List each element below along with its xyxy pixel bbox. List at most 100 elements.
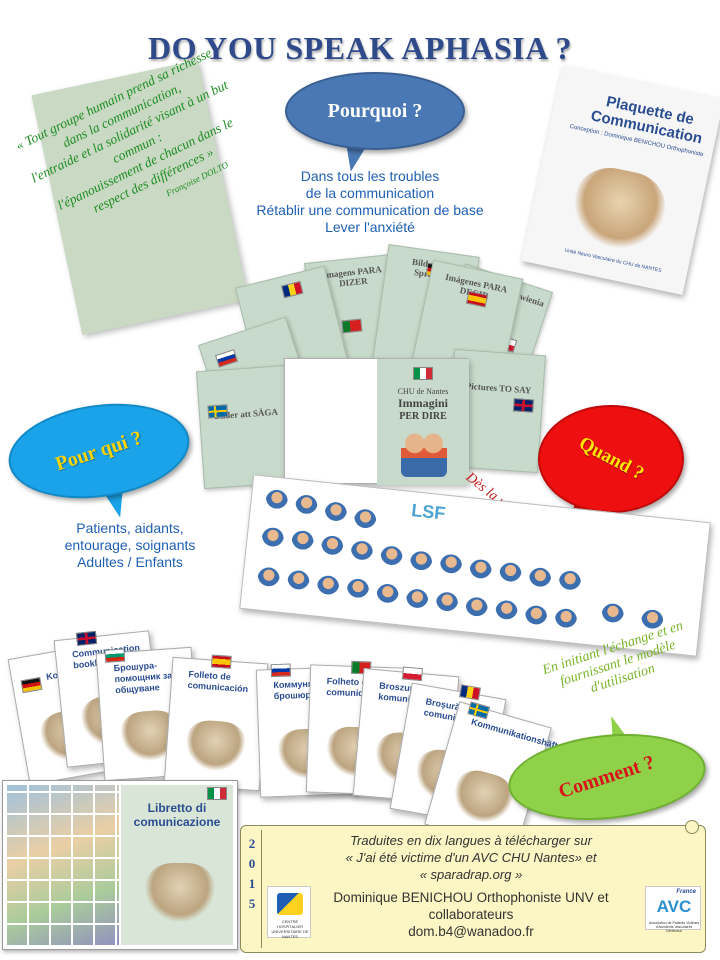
page-title: DO YOU SPEAK APHASIA ? (147, 30, 573, 66)
year-digit: 5 (248, 896, 256, 911)
booklet-illustration (183, 718, 248, 774)
russia-flag-icon (270, 663, 292, 678)
libretto-booklet: Libretto di comunicazione (2, 780, 238, 950)
center-card-chu: CHU de Nantes (397, 387, 449, 396)
comment-label: Comment ? (556, 750, 658, 803)
scroll-fold-line (261, 830, 262, 948)
translation-info: Traduites en dix langues à télécharger s… (271, 832, 671, 883)
sign-icon (379, 545, 404, 570)
france-avc-logo: France AVC Association de Patients Victi… (645, 886, 701, 933)
bulgaria-flag-icon (104, 648, 126, 663)
sign-icon (468, 558, 493, 583)
booklet-illustration (447, 765, 519, 830)
pourquoi-label: Pourquoi ? (327, 99, 423, 122)
who-text: Patients, aidants, entourage, soignants … (30, 520, 230, 571)
translation-line: Traduites en dix langues à télécharger s… (350, 833, 592, 848)
translation-line: « sparadrap.org » (419, 867, 523, 882)
center-title-line: PER DIRE (399, 411, 447, 422)
sign-icon (557, 569, 582, 595)
sweden-flag-icon (207, 404, 229, 419)
sign-icon (320, 534, 345, 560)
libretto-cover: Libretto di comunicazione (121, 785, 233, 945)
who-line: Patients, aidants, (76, 520, 184, 536)
fan-card: Bilder att SÄGA (195, 364, 297, 490)
sign-icon (260, 526, 285, 551)
spain-flag-icon (210, 654, 232, 669)
translation-line: « J'ai été victime d'un AVC CHU Nantes» … (345, 850, 597, 865)
plaquette-booklet: Plaquette de Communication Conception : … (521, 65, 720, 295)
sign-icon (527, 566, 553, 591)
sign-icon (600, 602, 625, 627)
scroll-curl (685, 820, 699, 834)
avc-logo-mark: AVC (656, 897, 692, 916)
sign-icon (349, 540, 374, 565)
sign-icon (290, 529, 315, 554)
why-line: Rétablir une communication de base (256, 202, 484, 218)
avc-logo-subtitle: Association de Patients Victimes d'Accid… (648, 921, 700, 933)
sign-icon (494, 599, 519, 624)
plaquette-illustration (566, 161, 672, 259)
booklet-spanish: Folleto de comunicación (163, 654, 269, 792)
uk-flag-icon (513, 398, 534, 413)
italy-flag-icon (413, 367, 433, 380)
sign-icon (438, 553, 463, 578)
chu-logo-mark-icon (277, 893, 303, 915)
children-illustration (401, 429, 447, 477)
fan-card-caption: Pictures TO SAY (465, 380, 532, 396)
why-line: de la communication (305, 185, 435, 201)
author-email[interactable]: dom.b4@wanadoo.fr (408, 924, 534, 939)
romania-flag-icon (459, 684, 482, 701)
who-line: entourage, soignants (64, 537, 196, 553)
portugal-flag-icon (341, 318, 363, 334)
germany-flag-icon (20, 676, 43, 694)
year-digit: 2 (248, 836, 256, 851)
spain-flag-icon (465, 290, 489, 308)
italian-booklet-center: CHU de Nantes Immagini PER DIRE (284, 358, 469, 485)
sign-icon (498, 561, 523, 586)
center-card-title: Immagini PER DIRE (377, 397, 469, 423)
sign-icon (523, 604, 549, 629)
sign-icon (353, 508, 378, 533)
quand-bubble: Quand ? (538, 405, 684, 513)
sign-icon (408, 550, 434, 575)
author-info: Dominique BENICHOU Orthophoniste UNV et … (291, 889, 651, 940)
sign-icon (375, 582, 400, 608)
avc-logo-country: France (676, 889, 696, 895)
year-digit: 0 (248, 856, 256, 871)
who-line: Adultes / Enfants (77, 554, 183, 570)
why-line: Lever l'anxiété (325, 219, 415, 235)
info-scroll-banner: 2 0 1 5 Traduites en dix langues à téléc… (240, 820, 706, 953)
pictogram-grid (7, 785, 119, 945)
sign-icon (264, 488, 289, 514)
why-line: Dans tous les troubles (300, 168, 440, 184)
poland-flag-icon (401, 666, 423, 682)
year-digit: 1 (248, 876, 256, 891)
booklet-title: Folleto de comunicación (187, 668, 249, 695)
uk-flag-icon (75, 630, 98, 646)
romania-flag-icon (280, 280, 304, 299)
booklet-title: Kommunikationshäfte (470, 716, 564, 753)
center-title-line: Immagini (397, 396, 448, 410)
chu-nantes-logo: CENTRE HOSPITALIER UNIVERSITAIRE DE NANT… (267, 886, 311, 939)
sign-icon (345, 577, 370, 602)
author-line: collaborateurs (428, 907, 514, 922)
sign-icon (294, 493, 319, 519)
libretto-title: Libretto di comunicazione (133, 801, 221, 829)
chu-logo-text: CENTRE HOSPITALIER UNIVERSITAIRE DE NANT… (271, 919, 309, 939)
quand-label: Quand ? (575, 432, 648, 485)
sign-icon (315, 574, 341, 599)
libretto-illustration (145, 863, 215, 923)
center-card-cover: CHU de Nantes Immagini PER DIRE (377, 359, 469, 485)
sign-icon (434, 591, 459, 616)
sign-icon (553, 607, 578, 632)
italy-flag-icon (207, 787, 227, 800)
lsf-title: LSF (410, 500, 447, 524)
pourquoi-bubble: Pourquoi ? (285, 72, 465, 150)
scroll-year: 2 0 1 5 (245, 834, 259, 914)
sign-icon (323, 501, 348, 526)
sign-icon (464, 596, 489, 621)
pour-qui-bubble: Pour qui ? (2, 392, 196, 510)
pour-qui-label: Pour qui ? (52, 426, 145, 475)
russia-flag-icon (215, 349, 239, 368)
why-text: Dans tous les troubles de la communicati… (230, 168, 510, 236)
